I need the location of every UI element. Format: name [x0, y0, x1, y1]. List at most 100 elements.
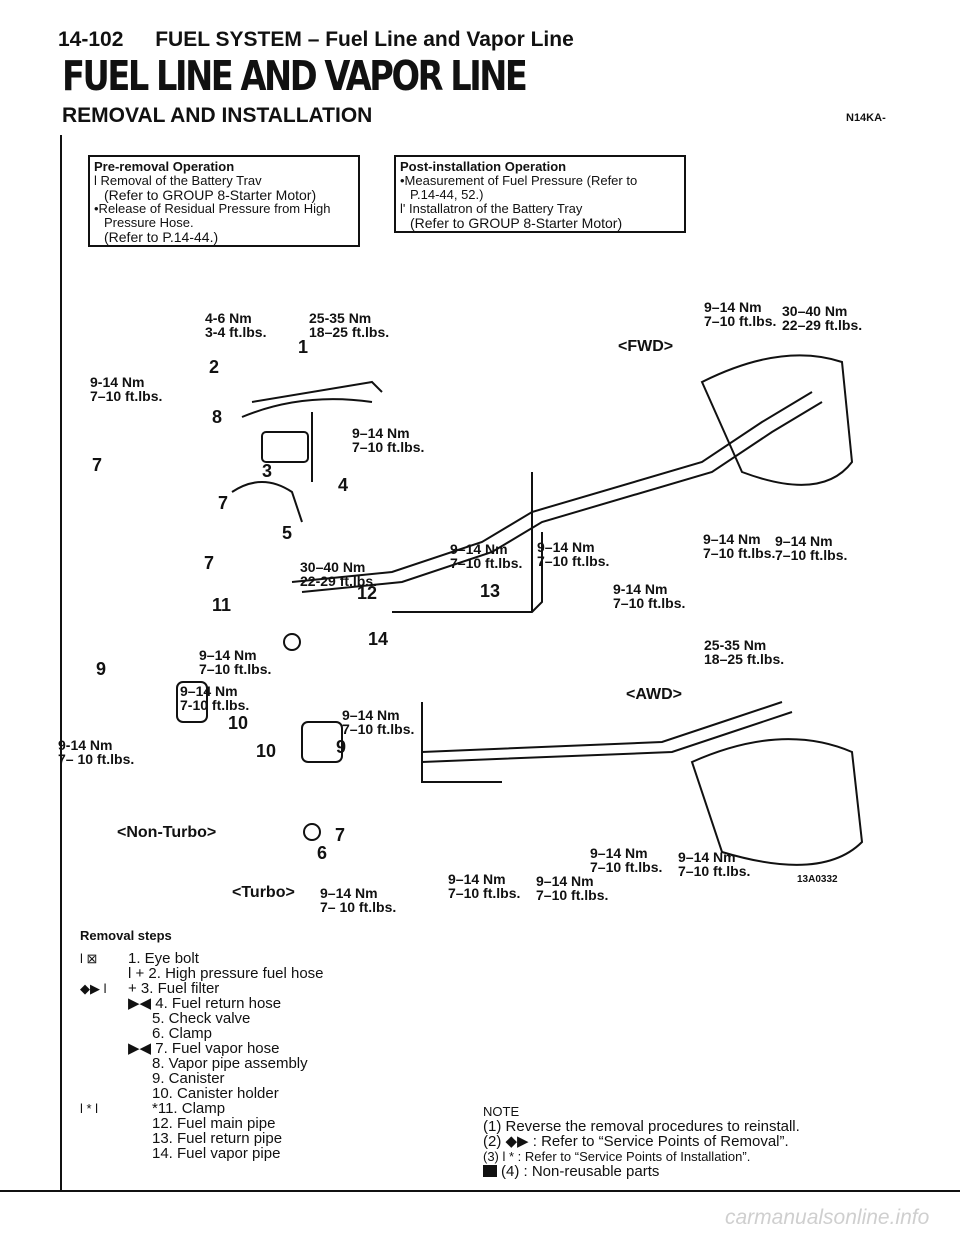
- fuel-line-diagram: 4-6 Nm 3-4 ft.lbs. 25-35 Nm 18–25 ft.lbs…: [58, 282, 892, 914]
- part-number: 2: [209, 357, 220, 377]
- part-number: 12: [357, 583, 378, 603]
- step-mark: ◆▶ l: [80, 981, 107, 996]
- post-installation-line: P.14-44, 52.): [410, 187, 484, 202]
- part-number: 10: [256, 741, 277, 761]
- pre-removal-line: (Refer to GROUP 8-Starter Motor): [104, 187, 317, 203]
- step-text: 8. Vapor pipe assembly: [152, 1055, 308, 1072]
- torque-label: 9–14 Nm 7–10 ft.lbs.: [703, 531, 776, 561]
- section-title: FUEL SYSTEM – Fuel Line and Vapor Line: [155, 28, 574, 51]
- step-row: 13. Fuel return pipe: [80, 1131, 324, 1146]
- note-line-text: (4) : Non-reusable parts: [501, 1163, 660, 1180]
- step-mark: [80, 1146, 128, 1161]
- figure-number: 13A0332: [797, 874, 838, 885]
- torque-label: 9–14 Nm 7-10 ft.lbs.: [180, 683, 250, 713]
- note-line: (3) l * : Refer to “Service Points of In…: [483, 1149, 751, 1164]
- step-text: l + 2. High pressure fuel hose: [128, 965, 324, 982]
- part-number: 7: [335, 825, 346, 845]
- step-mark: [80, 1026, 128, 1041]
- step-mark: [80, 966, 128, 981]
- step-text: 9. Canister: [152, 1070, 225, 1087]
- step-mark: l * l: [80, 1101, 99, 1116]
- part-number: 14: [368, 629, 389, 649]
- removal-steps-title: Removal steps: [80, 928, 172, 943]
- step-mark: [80, 1071, 128, 1086]
- section-code: N14KA-: [846, 112, 886, 124]
- fwd-caption: <FWD>: [618, 338, 674, 355]
- page-subtitle: REMOVAL AND INSTALLATION: [62, 104, 373, 127]
- left-rule: [60, 135, 62, 1190]
- step-row: 12. Fuel main pipe: [80, 1116, 324, 1131]
- post-installation-line: (Refer to GROUP 8-Starter Motor): [410, 215, 623, 231]
- step-text: 5. Check valve: [152, 1010, 251, 1027]
- step-text: 12. Fuel main pipe: [152, 1115, 276, 1132]
- watermark-text: carmanualsonline.info: [725, 1206, 930, 1229]
- pre-removal-line: Pressure Hose.: [104, 215, 194, 230]
- step-text: 6. Clamp: [152, 1025, 213, 1042]
- part-number: 7: [92, 455, 103, 475]
- footer-bar: [0, 1192, 960, 1234]
- step-mark: [80, 1086, 128, 1101]
- part-number: 10: [228, 713, 249, 733]
- step-text: + 3. Fuel filter: [128, 980, 220, 997]
- step-row: l + 2. High pressure fuel hose: [80, 966, 324, 981]
- note-line: (2) ◆▶ : Refer to “Service Points of Rem…: [483, 1133, 789, 1150]
- step-mark: [80, 1041, 128, 1056]
- torque-label: 9-14 Nm 7– 10 ft.lbs.: [58, 737, 135, 767]
- torque-label: 9–14 Nm 7–10 ft.lbs.: [448, 871, 521, 901]
- torque-label: 9–14 Nm 7–10 ft.lbs.: [342, 707, 415, 737]
- step-mark: [80, 1131, 128, 1146]
- part-number: 5: [282, 523, 293, 543]
- torque-label: 9–14 Nm 7–10 ft.lbs.: [450, 541, 523, 571]
- part-number: 8: [212, 407, 223, 427]
- step-row: ▶◀ 7. Fuel vapor hose: [80, 1041, 324, 1056]
- step-mark: l ⊠: [80, 951, 98, 966]
- step-mark: [80, 1116, 128, 1131]
- note-title: NOTE: [483, 1104, 520, 1119]
- torque-label: 9–14 Nm 7–10 ft.lbs.: [536, 873, 609, 903]
- step-text: *11. Clamp: [152, 1100, 226, 1117]
- step-row: l * l *11. Clamp: [80, 1101, 324, 1116]
- torque-label: 9–14 Nm 7– 10 ft.lbs.: [320, 885, 397, 915]
- page-header: 14-102 FUEL SYSTEM – Fuel Line and Vapor…: [58, 28, 574, 52]
- post-installation-line: •Measurement of Fuel Pressure (Refer to: [400, 173, 638, 188]
- step-text: 1. Eye bolt: [128, 950, 199, 967]
- torque-label: 9–14 Nm 7–10 ft.lbs.: [537, 539, 610, 569]
- note-block: NOTE (1) Reverse the removal procedures …: [483, 1104, 800, 1179]
- step-row: l ⊠ 1. Eye bolt: [80, 951, 324, 966]
- torque-label: 25-35 Nm 18–25 ft.lbs.: [309, 310, 390, 340]
- torque-label: 9–14 Nm 7–10 ft.lbs.: [199, 647, 272, 677]
- note-line: (4) : Non-reusable parts: [483, 1164, 800, 1179]
- torque-label: 30–40 Nm 22-29 ft.lbs.: [300, 559, 378, 589]
- pre-removal-box: Pre-removal Operation l Removal of the B…: [88, 155, 360, 247]
- part-number: 9: [336, 737, 347, 757]
- page-number: 14-102: [58, 28, 124, 51]
- step-row: 9. Canister: [80, 1071, 324, 1086]
- torque-label: 9–14 Nm 7–10 ft.lbs.: [775, 533, 848, 563]
- torque-label: 9–14 Nm 7–10 ft.lbs.: [590, 845, 663, 875]
- step-row: 5. Check valve: [80, 1011, 324, 1026]
- torque-label: 9-14 Nm 7–10 ft.lbs.: [613, 581, 686, 611]
- step-text: ▶◀ 4. Fuel return hose: [128, 995, 282, 1012]
- step-row: 10. Canister holder: [80, 1086, 324, 1101]
- part-number: 6: [317, 843, 328, 863]
- part-number: 9: [96, 659, 107, 679]
- pre-removal-title: Pre-removal Operation: [94, 159, 235, 174]
- pre-removal-line: •Release of Residual Pressure from High: [94, 201, 331, 216]
- non-turbo-caption: <Non-Turbo>: [117, 824, 217, 841]
- step-row: ▶◀ 4. Fuel return hose: [80, 996, 324, 1011]
- part-number: 7: [218, 493, 229, 513]
- step-row: 14. Fuel vapor pipe: [80, 1146, 324, 1161]
- step-mark: [80, 1011, 128, 1026]
- step-text: 14. Fuel vapor pipe: [152, 1145, 281, 1162]
- step-text: 13. Fuel return pipe: [152, 1130, 283, 1147]
- diagram-drawing: [176, 354, 864, 866]
- torque-label: 25-35 Nm 18–25 ft.lbs.: [704, 637, 785, 667]
- post-installation-box: Post-installation Operation •Measurement…: [394, 155, 686, 233]
- step-mark: [80, 1056, 128, 1071]
- removal-steps: Removal steps l ⊠ 1. Eye bolt l + 2. High…: [80, 928, 324, 1161]
- page-title: FUEL LINE AND VAPOR LINE: [62, 52, 528, 100]
- part-number: 3: [262, 461, 273, 481]
- torque-label: 9-14 Nm 7–10 ft.lbs.: [90, 374, 163, 404]
- non-reusable-icon: [483, 1165, 497, 1177]
- torque-label: 4-6 Nm 3-4 ft.lbs.: [205, 310, 267, 340]
